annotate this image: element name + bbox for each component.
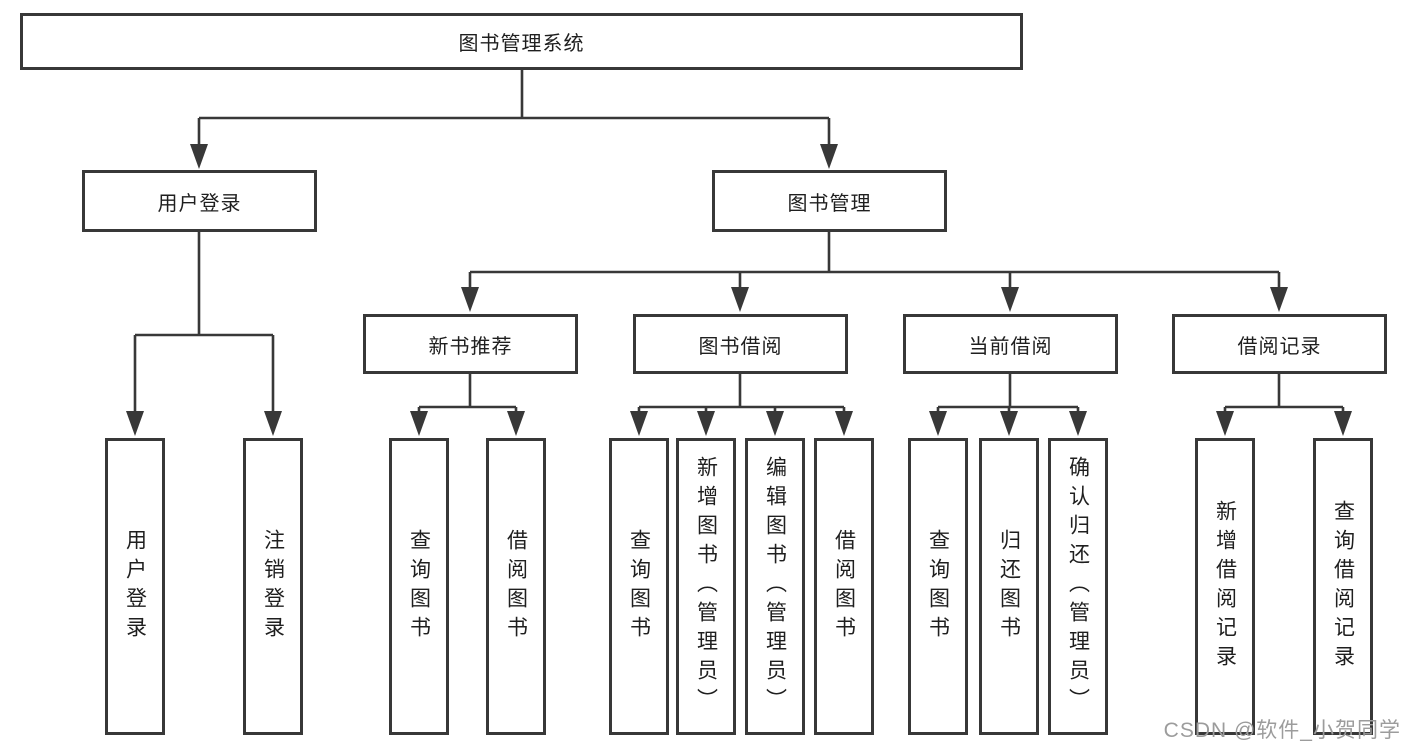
leaf-query-borrow-record: 查询借阅记录 <box>1313 438 1373 735</box>
leaf-logout: 注销登录 <box>243 438 303 735</box>
leaf-label: 查询图书 <box>627 528 651 645</box>
leaf-label: 确认归还（管理员） <box>1066 456 1090 717</box>
leaf-label: 编辑图书（管理员） <box>763 456 787 717</box>
node-new-book-recommend: 新书推荐 <box>363 314 578 374</box>
leaf-query-books-recommend: 查询图书 <box>389 438 449 735</box>
leaf-label: 查询图书 <box>407 528 431 645</box>
node-label: 新书推荐 <box>428 335 513 358</box>
leaf-return-book: 归还图书 <box>979 438 1039 735</box>
node-book-management: 图书管理 <box>712 170 947 232</box>
leaf-label: 借阅图书 <box>504 528 528 645</box>
leaf-borrow-books-recommend: 借阅图书 <box>486 438 546 735</box>
node-label: 图书管理系统 <box>458 33 585 55</box>
node-label: 借阅记录 <box>1237 335 1322 358</box>
node-label: 图书管理 <box>787 192 872 215</box>
leaf-label: 注销登录 <box>261 528 285 645</box>
leaf-label: 新增图书（管理员） <box>694 456 718 717</box>
leaf-label: 归还图书 <box>997 528 1021 645</box>
leaf-label: 查询借阅记录 <box>1331 499 1355 674</box>
node-label: 当前借阅 <box>968 335 1053 358</box>
leaf-label: 新增借阅记录 <box>1213 499 1237 674</box>
node-book-borrow: 图书借阅 <box>633 314 848 374</box>
leaf-confirm-return-admin: 确认归还（管理员） <box>1048 438 1108 735</box>
leaf-label: 用户登录 <box>123 528 147 645</box>
leaf-query-books-borrow: 查询图书 <box>609 438 669 735</box>
leaf-query-books-current: 查询图书 <box>908 438 968 735</box>
node-label: 图书借阅 <box>698 335 783 358</box>
node-root-system: 图书管理系统 <box>20 13 1023 70</box>
node-borrow-record: 借阅记录 <box>1172 314 1387 374</box>
leaf-borrow-books: 借阅图书 <box>814 438 874 735</box>
watermark: CSDN @软件_小贺同学 <box>1163 719 1401 742</box>
node-label: 用户登录 <box>157 192 242 215</box>
leaf-add-borrow-record: 新增借阅记录 <box>1195 438 1255 735</box>
leaf-user-login: 用户登录 <box>105 438 165 735</box>
leaf-label: 查询图书 <box>926 528 950 645</box>
node-user-login: 用户登录 <box>82 170 317 232</box>
leaf-add-book-admin: 新增图书（管理员） <box>676 438 736 735</box>
node-current-borrow: 当前借阅 <box>903 314 1118 374</box>
leaf-edit-book-admin: 编辑图书（管理员） <box>745 438 805 735</box>
leaf-label: 借阅图书 <box>832 528 856 645</box>
